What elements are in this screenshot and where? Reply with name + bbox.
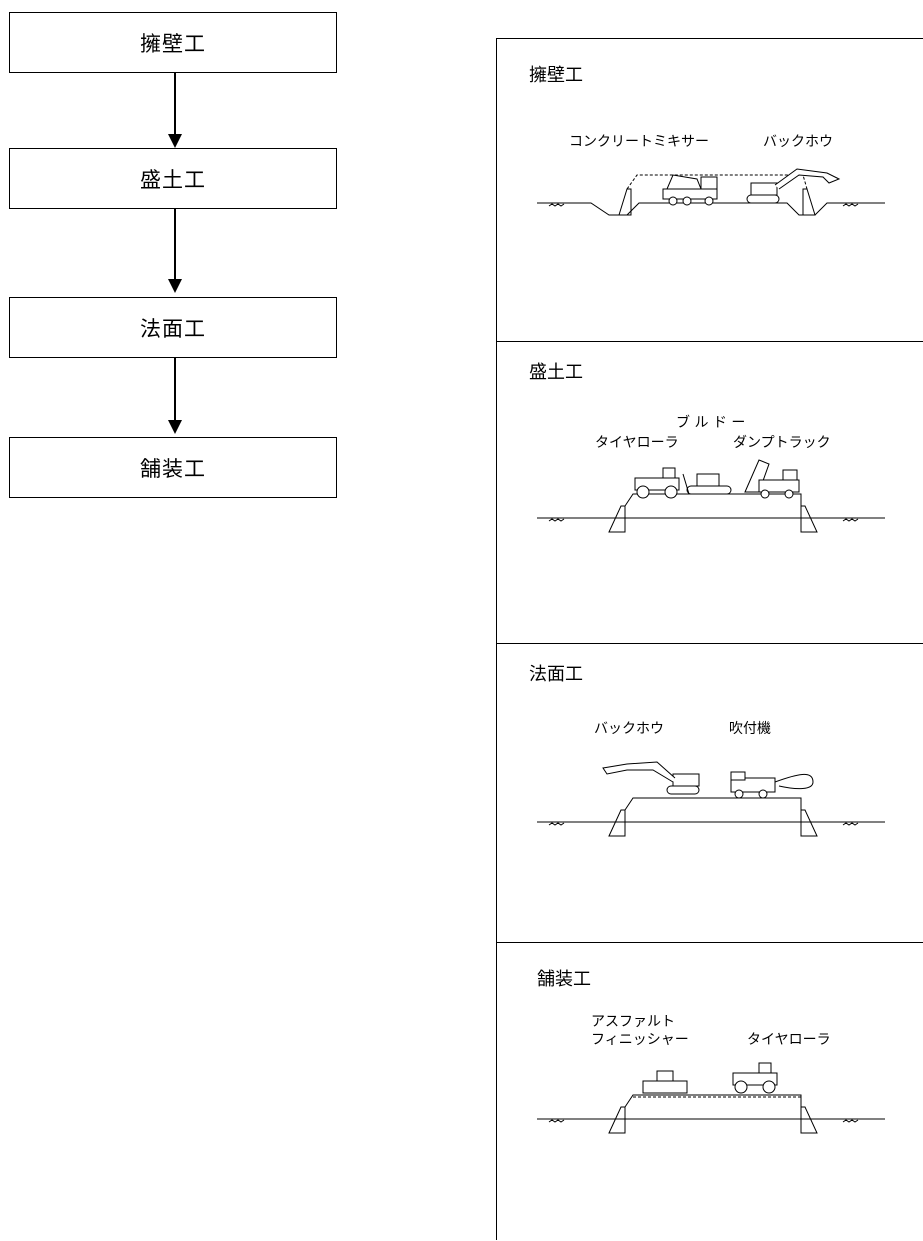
arrow-shaft: [174, 73, 176, 135]
tire-roller-icon: [732, 1062, 778, 1094]
flow-step-pavement: 舗装工: [9, 437, 337, 498]
tire-roller-icon: [634, 467, 680, 499]
panel-divider: [497, 942, 923, 943]
arrow-head: [168, 420, 182, 434]
label-backhoe: バックホウ: [763, 134, 833, 150]
label-finisher: フィニッシャー: [591, 1032, 689, 1048]
retaining-wall-scene: [537, 168, 885, 216]
label-tire-roller: タイヤローラ: [595, 435, 679, 451]
sprayer-icon: [730, 771, 814, 799]
arrow-shaft: [174, 358, 176, 421]
panel-retaining-wall: 擁壁工 コンクリートミキサー バックホウ: [497, 39, 923, 341]
panel-embankment: 盛土工 ブ ル ド ー タイヤローラ ダンプトラック: [497, 342, 923, 643]
panel-title: 舗装工: [537, 969, 591, 990]
panel-title: 擁壁工: [529, 65, 583, 86]
bulldozer-icon: [682, 473, 732, 495]
label-tire-roller: タイヤローラ: [747, 1032, 831, 1048]
slope-scene: [537, 761, 885, 837]
label-concrete-mixer: コンクリートミキサー: [569, 134, 709, 150]
panel-pavement: 舗装工 アスファルト フィニッシャー タイヤローラ: [497, 943, 923, 1241]
pavement-scene: [537, 1062, 885, 1134]
arrow-head: [168, 134, 182, 148]
arrow-head: [168, 279, 182, 293]
asphalt-finisher-icon: [642, 1070, 688, 1094]
dump-truck-icon: [744, 459, 800, 499]
label-sprayer: 吹付機: [729, 721, 771, 737]
embankment-scene: [537, 459, 885, 533]
concrete-mixer-icon: [662, 174, 718, 206]
panel-title: 盛土工: [529, 362, 583, 383]
label-asphalt: アスファルト: [591, 1014, 675, 1030]
panel-divider: [497, 643, 923, 644]
panel-slope: 法面工 バックホウ 吹付機: [497, 644, 923, 942]
label-backhoe: バックホウ: [594, 721, 664, 737]
panel-divider: [497, 341, 923, 342]
backhoe-icon: [602, 761, 700, 795]
panel-title: 法面工: [529, 664, 583, 685]
arrow-shaft: [174, 209, 176, 280]
flow-step-retaining-wall: 擁壁工: [9, 12, 337, 73]
flow-step-embankment: 盛土工: [9, 148, 337, 209]
panel-container: 擁壁工 コンクリートミキサー バックホウ: [496, 38, 923, 1240]
label-dump-truck: ダンプトラック: [733, 435, 831, 451]
flow-step-slope: 法面工: [9, 297, 337, 358]
label-bulldozer: ブ ル ド ー: [676, 415, 746, 431]
backhoe-icon: [746, 168, 841, 204]
